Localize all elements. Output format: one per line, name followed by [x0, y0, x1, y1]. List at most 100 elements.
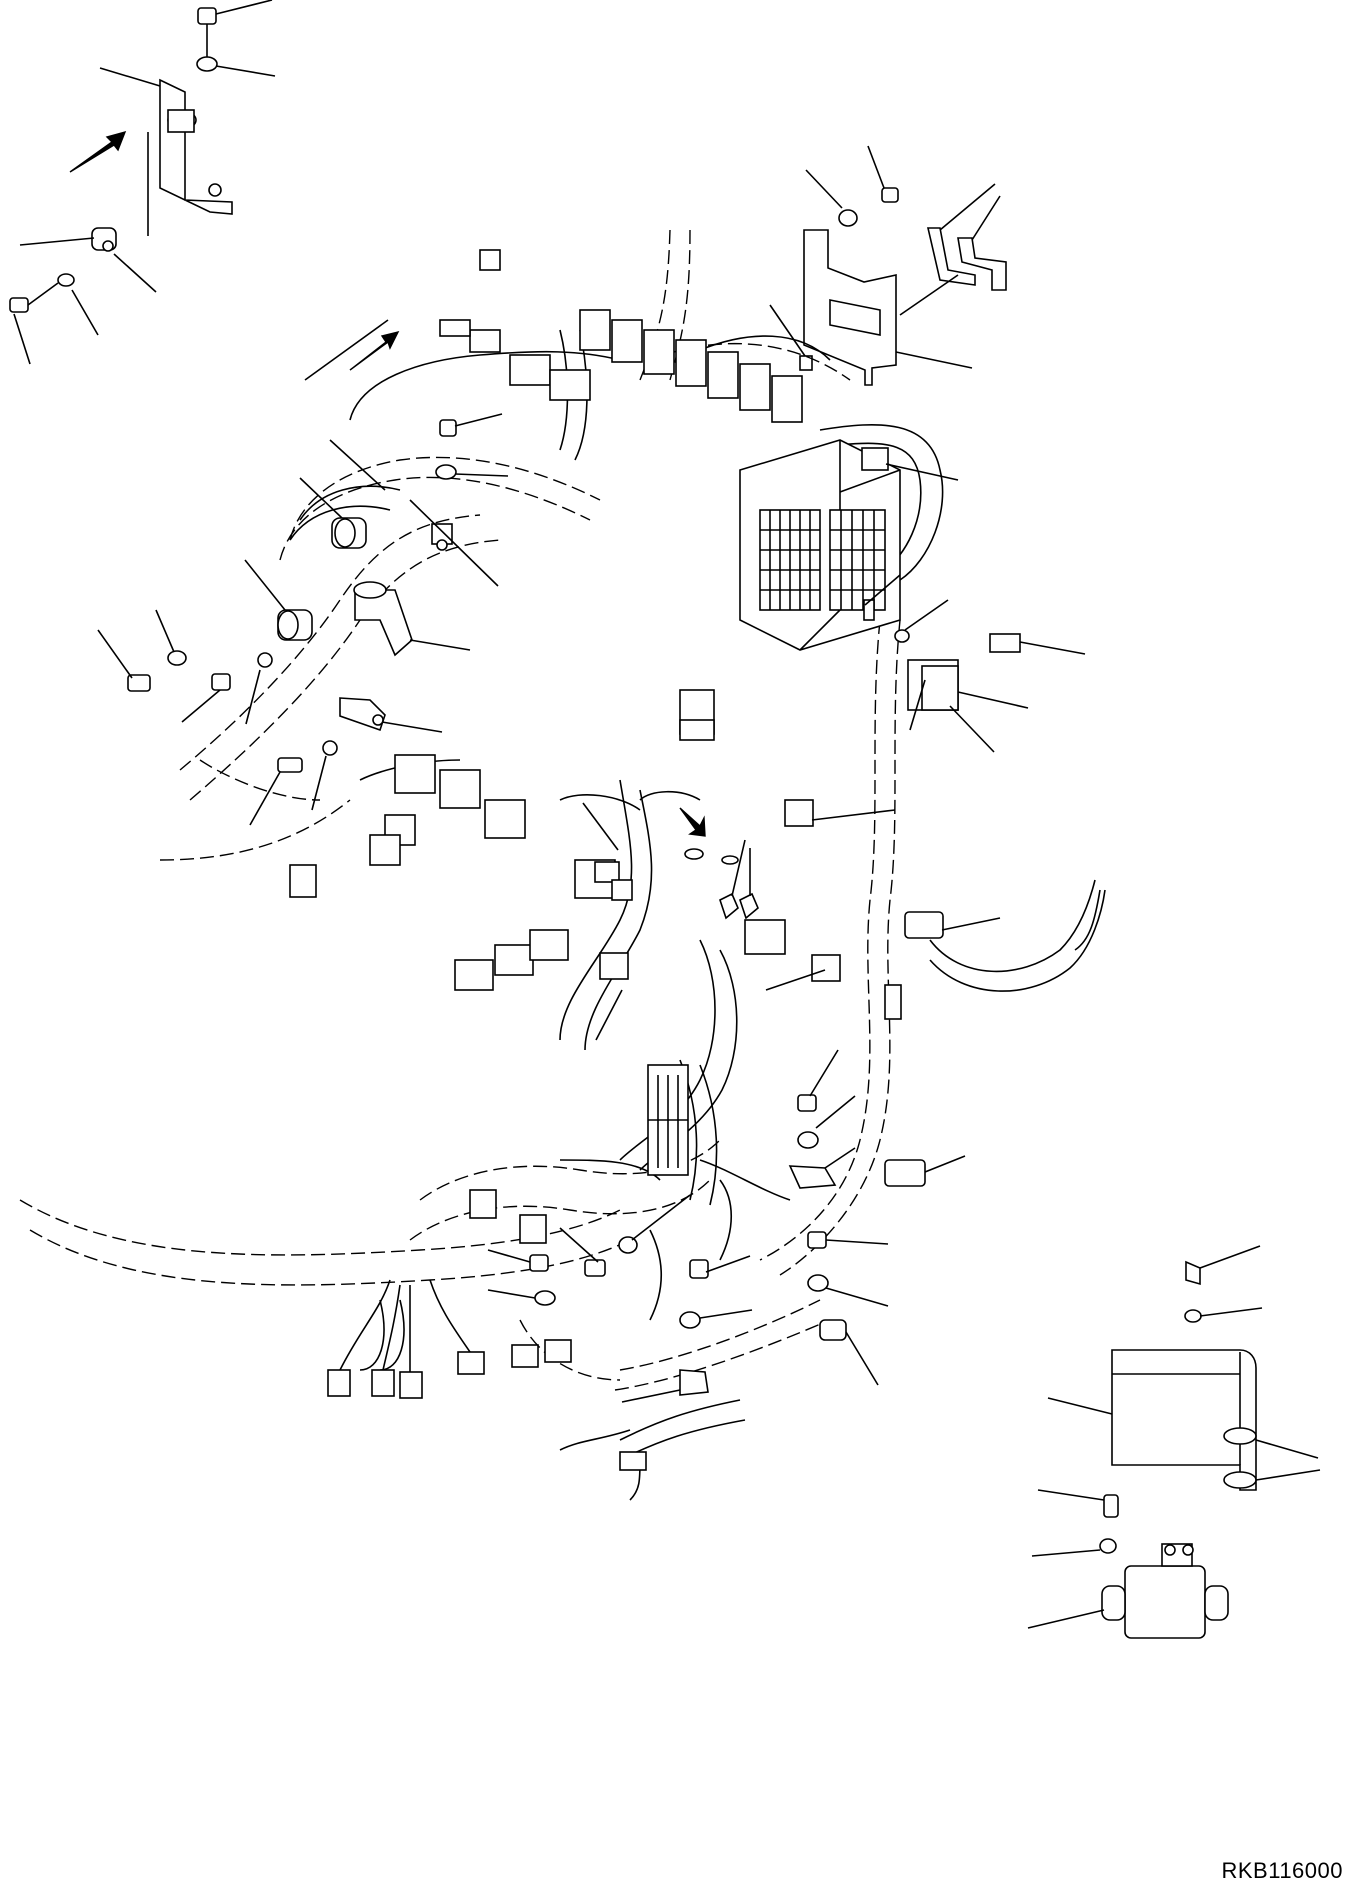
direction-arrow [679, 807, 706, 837]
connector [771, 375, 803, 423]
ring-terminal [684, 848, 704, 860]
top-washer [196, 56, 218, 72]
washer [1099, 1538, 1117, 1554]
bolt [797, 1094, 817, 1112]
clip [594, 861, 620, 883]
washer [1184, 1309, 1202, 1323]
module-ear [1204, 1585, 1229, 1621]
washer [322, 740, 338, 756]
bolt [529, 1254, 549, 1272]
connector [511, 1344, 539, 1368]
clip [884, 984, 902, 1020]
vertical-connector [647, 1064, 689, 1176]
direction-arrow [69, 130, 127, 173]
module-detail [1027, 1489, 1229, 1639]
clamp-ring [1223, 1471, 1257, 1489]
small-screw [799, 355, 813, 371]
connector [469, 1189, 497, 1219]
plate-washer [838, 209, 858, 227]
connector [675, 339, 707, 387]
lower-left-connectors [327, 1189, 647, 1471]
connector [509, 354, 551, 386]
connector [619, 1451, 647, 1471]
direction-arrow [349, 330, 400, 371]
cylinder-bracket [354, 589, 413, 657]
top-right-plate-assembly [769, 145, 1007, 386]
bolt [211, 673, 231, 691]
connector [579, 309, 611, 351]
bolt [689, 1259, 709, 1279]
connector [369, 834, 401, 866]
clamp-plate [679, 1369, 709, 1396]
connector [457, 1351, 485, 1375]
connector [439, 769, 481, 809]
harness-wires [289, 329, 1106, 1501]
harness-outline [19, 229, 901, 1391]
bracket-hole [208, 183, 222, 197]
bolt [584, 1259, 606, 1277]
clamp-ring [1223, 1427, 1257, 1445]
left-bolt [9, 297, 29, 313]
left-cylindrical-mounts [97, 319, 509, 826]
clamp [904, 911, 944, 939]
washer [257, 652, 273, 668]
connector [611, 319, 643, 363]
bolt [127, 674, 151, 692]
small-screw [863, 599, 875, 621]
connector [744, 919, 786, 955]
connector [739, 363, 771, 411]
connector [989, 633, 1021, 653]
lower-center-hardware [487, 1194, 753, 1403]
grommet [819, 1319, 847, 1341]
clip [811, 954, 841, 982]
connector [454, 959, 494, 991]
ring-terminal [719, 892, 739, 920]
upper-connector-row [439, 249, 803, 423]
strip-plate-b [957, 237, 1007, 291]
connector [484, 799, 526, 839]
top-left-bracket-assembly [9, 0, 276, 365]
drawing-code: RKB116000 [1221, 1858, 1343, 1883]
connector [643, 329, 675, 375]
connector [544, 1339, 572, 1363]
connector [399, 1371, 423, 1399]
connector [679, 719, 715, 741]
clip-washer [435, 464, 457, 480]
ring-terminal [739, 892, 759, 920]
connector [519, 1214, 547, 1244]
connector [479, 249, 501, 271]
washer [797, 1131, 819, 1149]
clip [599, 952, 629, 980]
clip [784, 799, 814, 827]
clip [611, 879, 633, 901]
cover-plate-detail [1047, 1245, 1321, 1491]
clip-bolt [439, 419, 457, 437]
plate-bolt [881, 187, 899, 203]
right-clamps [788, 574, 1086, 1386]
washer [894, 629, 910, 643]
connector [549, 369, 591, 401]
cover-plate [1111, 1349, 1257, 1491]
screw [1103, 1494, 1119, 1518]
bolt [277, 757, 303, 773]
fuse-grid [759, 509, 886, 611]
connector [529, 929, 569, 961]
connector [371, 1369, 395, 1397]
ring-terminal [721, 855, 739, 865]
connector [494, 944, 534, 976]
fuse-box-tab [861, 447, 889, 471]
bracket-boss-body [167, 109, 195, 133]
connector [327, 1369, 351, 1397]
clamp [884, 1159, 926, 1187]
connector [289, 864, 317, 898]
connector [439, 319, 471, 337]
module-ear [1101, 1585, 1126, 1621]
washer [618, 1236, 638, 1254]
washer [534, 1290, 556, 1306]
washer [679, 1311, 701, 1329]
left-washer [57, 273, 75, 287]
washer [807, 1274, 829, 1292]
bolt [807, 1231, 827, 1249]
connector [394, 754, 436, 794]
